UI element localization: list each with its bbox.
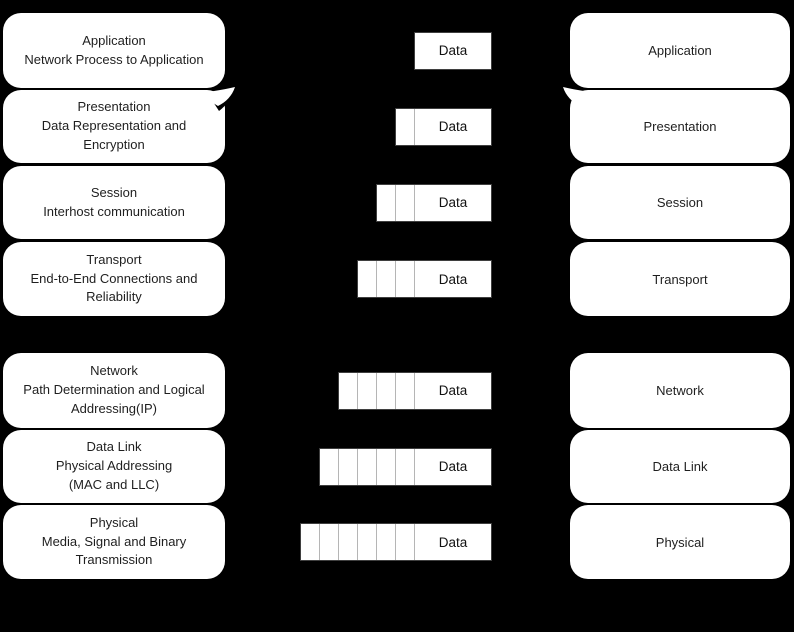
layer-desc-box-presentation: Presentation Data Representation and Enc…: [3, 90, 225, 163]
pdu-box-physical: Data: [300, 523, 492, 561]
pdu-header-segment: [396, 524, 415, 560]
pdu-header-segment: [358, 524, 377, 560]
pdu-header-segment: [396, 108, 415, 145]
layer-title: Application: [82, 32, 146, 48]
pdu-header-segment: [320, 448, 339, 485]
layer-description: Physical Addressing (MAC and LLC): [55, 458, 173, 492]
pdu-header-segment: [358, 448, 377, 485]
pdu-header-segment: [377, 448, 396, 485]
layer-row-presentation: Presentation Data Representation and Enc…: [0, 87, 794, 163]
layer-title: Network: [90, 363, 138, 379]
pdu-box-session: Data: [376, 183, 492, 222]
pdu-box-presentation: Data: [395, 107, 492, 146]
pdu-header-segment: [358, 261, 377, 297]
layer-row-session: Session Interhost communication Data Ses…: [0, 166, 794, 239]
pdu-header-segment: [377, 261, 396, 297]
pdu-header-segment: [301, 524, 320, 560]
layer-name-box-application: Application: [570, 13, 790, 88]
layer-name-label: Network: [656, 383, 704, 398]
pdu-header-segment: [377, 372, 396, 409]
pdu-data-label: Data: [438, 534, 468, 550]
pdu-header-segment: [396, 184, 415, 221]
layer-name-box-presentation: Presentation: [570, 90, 790, 163]
layer-name-label: Transport: [652, 271, 708, 287]
layer-name-label: Presentation: [643, 119, 717, 134]
pdu-data-label: Data: [438, 195, 468, 210]
layer-desc-box-session: Session Interhost communication: [3, 166, 225, 239]
pdu-header-segment: [396, 448, 415, 485]
layer-desc-box-application: Application Network Process to Applicati…: [3, 13, 225, 88]
pdu-box-data-link: Data: [319, 447, 492, 486]
pdu-data-label: Data: [438, 119, 468, 134]
layer-description: Network Process to Application: [24, 51, 204, 67]
pdu-box-transport: Data: [357, 260, 492, 298]
layer-row-network: Network Path Determination and Logical A…: [0, 353, 794, 428]
layer-desc-box-transport: Transport End-to-End Connections and Rel…: [3, 242, 225, 316]
layer-name-label: Physical: [655, 534, 705, 550]
pdu-data-label: Data: [438, 271, 468, 287]
pdu-data-label: Data: [438, 383, 468, 398]
pdu-header-segment: [339, 524, 358, 560]
layer-title: Physical: [89, 514, 139, 530]
layer-title: Transport: [86, 251, 142, 267]
pdu-header-segment: [358, 372, 377, 409]
layer-description: Interhost communication: [43, 203, 185, 219]
pdu-header-segment: [396, 372, 415, 409]
layer-title: Data Link: [86, 439, 142, 455]
layer-name-box-data-link: Data Link: [570, 430, 790, 503]
layer-title: Session: [90, 184, 138, 200]
layer-row-transport: Transport End-to-End Connections and Rel…: [0, 242, 794, 316]
layer-description: Path Determination and Logical Addressin…: [23, 382, 205, 416]
pdu-header-segment: [339, 448, 358, 485]
pdu-header-segment: [377, 524, 396, 560]
pdu-box-network: Data: [338, 371, 492, 410]
pdu-header-segment: [320, 524, 339, 560]
pdu-header-segment: [396, 261, 415, 297]
layer-name-box-transport: Transport: [570, 242, 790, 316]
layer-name-box-physical: Physical: [570, 505, 790, 579]
pdu-header-segment: [377, 184, 396, 221]
layer-name-label: Data Link: [652, 459, 708, 474]
pdu-data-label: Data: [438, 459, 468, 474]
layer-row-data-link: Data Link Physical Addressing (MAC and L…: [0, 430, 794, 503]
layer-description: Media, Signal and Binary Transmission: [41, 533, 187, 568]
layer-title: Presentation: [77, 99, 151, 115]
pdu-header-segment: [339, 372, 358, 409]
layer-desc-box-network: Network Path Determination and Logical A…: [3, 353, 225, 428]
pdu-data-label: Data: [438, 43, 468, 58]
layer-desc-box-data-link: Data Link Physical Addressing (MAC and L…: [3, 430, 225, 503]
layer-row-physical: Physical Media, Signal and Binary Transm…: [0, 505, 794, 579]
layer-description: Data Representation and Encryption: [41, 118, 187, 152]
pdu-box-application: Data: [414, 31, 492, 70]
layer-name-label: Application: [648, 43, 712, 58]
layer-name-box-session: Session: [570, 166, 790, 239]
layer-description: End-to-End Connections and Reliability: [30, 270, 198, 305]
layer-desc-box-physical: Physical Media, Signal and Binary Transm…: [3, 505, 225, 579]
layer-row-application: Application Network Process to Applicati…: [0, 13, 794, 88]
layer-name-label: Session: [656, 195, 704, 210]
layer-name-box-network: Network: [570, 353, 790, 428]
